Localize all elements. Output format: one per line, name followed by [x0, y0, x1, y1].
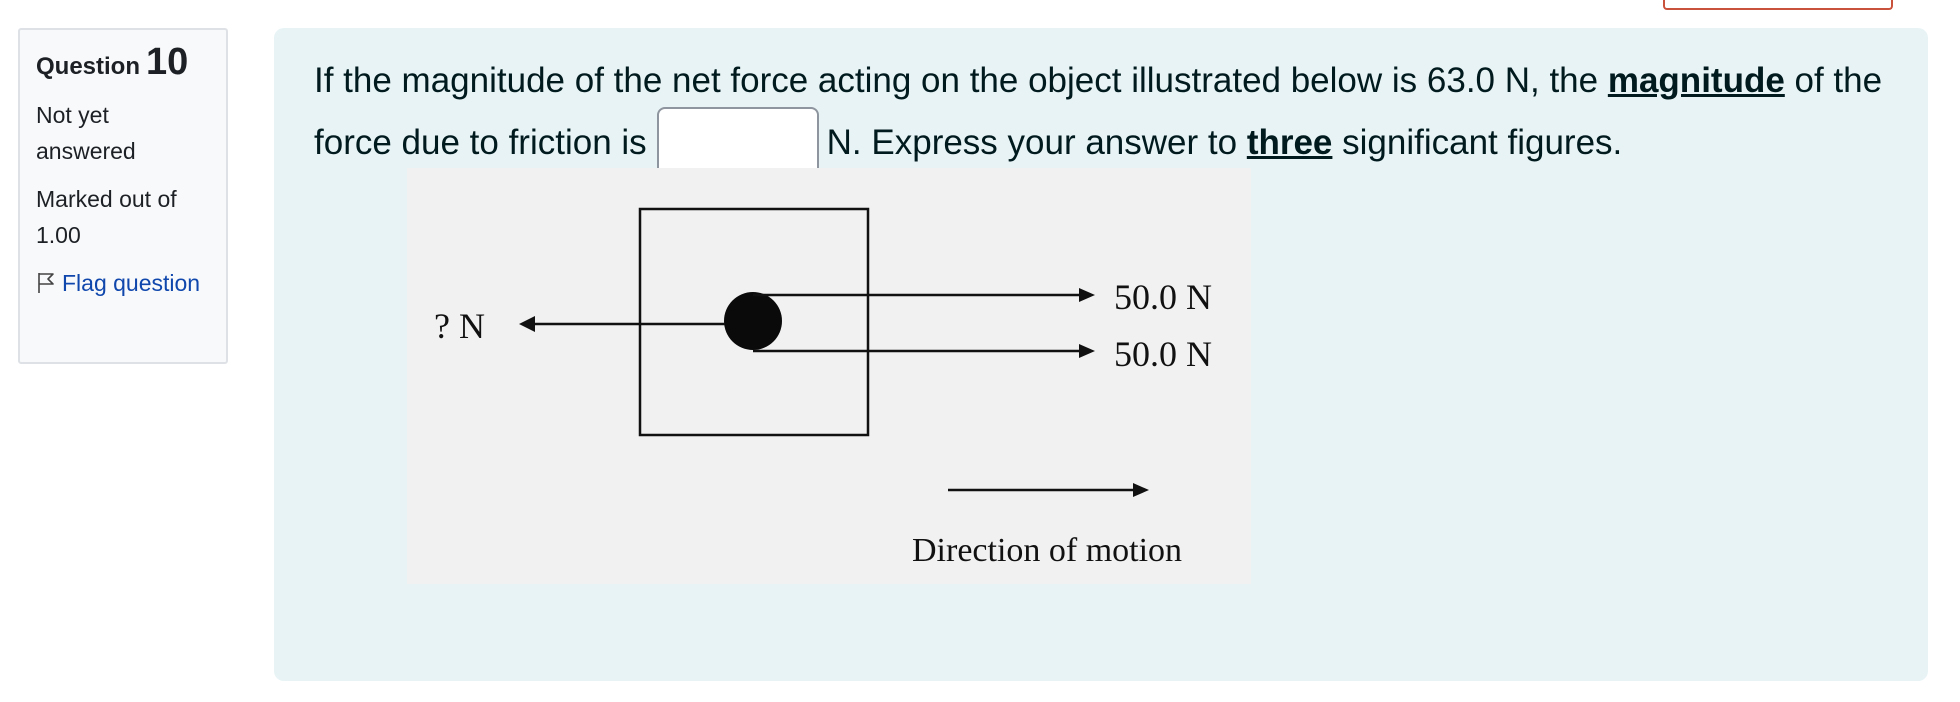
flag-question-label: Flag question: [62, 270, 201, 296]
mass-dot: [724, 292, 782, 350]
top-right-button-edge: [1663, 0, 1893, 10]
force-1-label: 50.0 N: [1114, 277, 1212, 317]
question-status: Not yet answered: [36, 102, 136, 164]
flag-icon: [38, 273, 54, 293]
question-text: If the magnitude of the net force acting…: [314, 50, 1888, 177]
question-text-part3: N. Express your answer to: [826, 123, 1247, 162]
question-text-part4: significant figures.: [1332, 123, 1623, 162]
question-grade: Marked out of 1.00: [36, 186, 177, 248]
force-2-label: 50.0 N: [1114, 334, 1212, 374]
force-arrow-1-head: [1079, 288, 1095, 302]
question-label: Question: [36, 53, 141, 80]
emphasis-three: three: [1246, 123, 1333, 162]
question-text-part1: If the magnitude of the net force acting…: [314, 61, 1608, 100]
answer-input[interactable]: [656, 106, 819, 177]
question-text-part2: of the force due to friction is: [314, 61, 1883, 162]
motion-label: Direction of motion: [912, 532, 1182, 569]
question-number: 10: [146, 41, 189, 83]
friction-arrow-head: [519, 316, 535, 332]
force-arrow-2-head: [1079, 344, 1095, 358]
friction-force-label: ? N: [434, 306, 485, 346]
motion-arrow-head: [1133, 483, 1149, 497]
flag-question-link[interactable]: Flag question: [36, 265, 210, 301]
diagram-background: [407, 168, 1251, 584]
emphasis-magnitude: magnitude: [1607, 61, 1785, 100]
object-box: [638, 207, 870, 437]
force-diagram: ? N 50.0 N 50.0 N Direction of motion: [407, 168, 1251, 584]
